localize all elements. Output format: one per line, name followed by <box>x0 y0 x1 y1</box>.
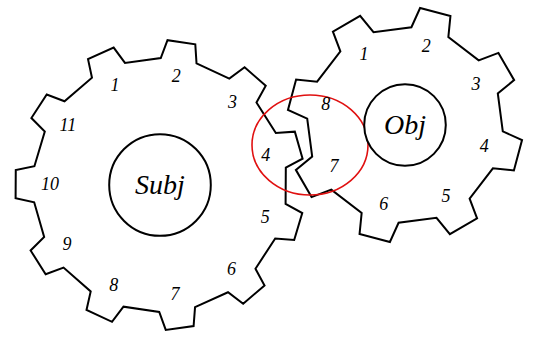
hub-circle: Obj <box>363 83 447 167</box>
tooth-number: 1 <box>360 45 369 63</box>
tooth-number: 2 <box>422 37 431 55</box>
tooth-number: 4 <box>480 137 489 155</box>
tooth-number: 2 <box>172 67 181 85</box>
tooth-number: 6 <box>379 195 388 213</box>
tooth-number: 4 <box>261 146 270 164</box>
tooth-number: 5 <box>442 187 451 205</box>
tooth-number: 7 <box>329 157 338 175</box>
hub-circle-shape <box>109 134 211 236</box>
hub-circle: Subj <box>108 133 212 237</box>
hub-label: Subj <box>135 169 185 201</box>
gear-outline <box>16 40 303 330</box>
gear-group <box>16 8 522 330</box>
tooth-number: 3 <box>228 93 237 111</box>
tooth-number: 8 <box>109 276 118 294</box>
tooth-number: 9 <box>63 235 72 253</box>
gear-outline <box>288 8 522 242</box>
tooth-number: 6 <box>227 260 236 278</box>
tooth-number: 1 <box>110 76 119 94</box>
tooth-number: 8 <box>321 95 330 113</box>
tooth-number: 5 <box>261 208 270 226</box>
tooth-number: 11 <box>59 116 76 134</box>
tooth-number: 7 <box>170 285 179 303</box>
hub-circle-shape <box>364 84 446 166</box>
highlight-ellipse <box>252 95 368 195</box>
tooth-number: 3 <box>472 75 481 93</box>
tooth-number: 10 <box>41 175 59 193</box>
hub-label: Obj <box>384 109 426 141</box>
